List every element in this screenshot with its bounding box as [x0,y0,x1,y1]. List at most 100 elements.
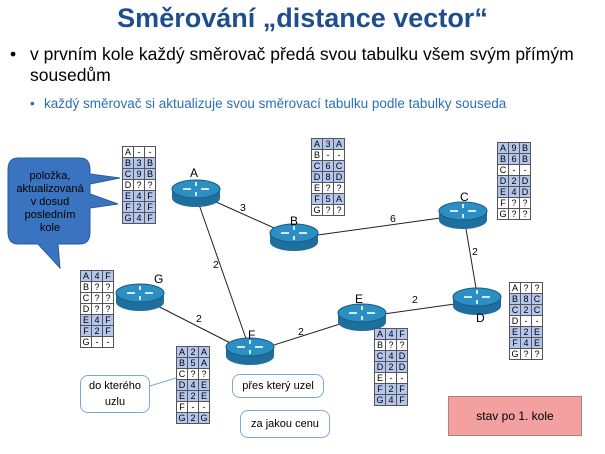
table-cell: - [508,164,520,176]
table-cell: D [374,361,386,373]
table-cell: ? [102,292,114,304]
table-cell: 4 [385,394,397,406]
note-via: přes který uzel [232,374,324,398]
router-b-icon [269,223,319,251]
table-cell: A [80,270,92,282]
table-cell: 2 [520,304,532,316]
router-e-icon [337,303,387,331]
table-row: G?? [509,348,543,360]
table-cell: A [198,346,210,358]
table-cell: C [509,304,521,316]
table-cell: 5 [322,193,334,205]
table-cell: A [333,193,345,205]
table-row: D-- [509,315,543,327]
table-cell: ? [333,204,345,216]
table-cell: F [102,325,114,337]
table-cell: 2 [187,346,199,358]
table-cell: D [122,179,134,191]
table-cell: E [198,379,210,391]
table-cell: D [80,303,92,315]
table-cell: 4 [91,314,103,326]
router-d-icon [452,287,502,315]
table-cell: C [333,160,345,172]
cost-g-f: 2 [196,313,202,325]
table-cell: ? [520,348,532,360]
table-cell: E [509,326,521,338]
table-cell: C [497,164,509,176]
table-cell: ? [133,179,145,191]
table-cell: 2 [508,175,520,187]
table-cell: ? [508,208,520,220]
table-row: C?? [80,292,114,304]
table-cell: 4 [385,328,397,340]
table-cell: ? [91,292,103,304]
table-cell: D [333,171,345,183]
table-cell: ? [102,303,114,315]
table-cell: D [176,379,188,391]
table-cell: D [509,315,521,327]
note-cost: za jakou cenu [240,410,330,438]
table-row: E?? [311,182,345,194]
table-cell: A [497,142,509,154]
table-cell: G [509,348,521,360]
table-cell: B [176,357,188,369]
table-cell: F [144,201,156,213]
table-cell: E [198,390,210,402]
table-cell: C [311,160,323,172]
table-cell: F [80,325,92,337]
table-cell: F [102,270,114,282]
router-a-icon [171,179,221,207]
table-row: D?? [80,303,114,315]
table-cell: E [374,372,386,384]
table-cell: - [333,149,345,161]
bullet-sub-text: každý směrovač si aktualizuje svou směro… [44,96,507,111]
table-row: D?? [122,179,156,191]
table-cell: ? [144,179,156,191]
table-cell: F [497,197,509,209]
table-row: G?? [311,204,345,216]
table-cell: - [385,372,397,384]
table-cell: D [519,186,531,198]
table-cell: F [396,383,408,395]
table-cell: F [176,401,188,413]
table-row: B-- [311,149,345,161]
table-cell: - [396,372,408,384]
router-g-icon [115,283,165,311]
table-cell: - [102,336,114,348]
cost-f-e: 2 [298,326,304,338]
table-row: A-- [122,146,156,158]
table-cell: 6 [508,153,520,165]
table-cell: A [374,328,386,340]
table-cell: G [80,336,92,348]
table-cell: E [531,326,543,338]
table-row: F?? [497,197,531,209]
table-cell: D [311,171,323,183]
callout-bubble [7,157,121,270]
table-cell: C [80,292,92,304]
table-cell: - [133,146,145,158]
table-cell: 2 [133,201,145,213]
callout-updated-text: položka, aktualizovaná v dosud posledním… [16,170,84,234]
table-cell: 2 [187,412,199,424]
table-cell: 2 [91,325,103,337]
table-cell: D [497,175,509,187]
table-cell: - [519,164,531,176]
table-row: C?? [176,368,210,380]
cost-a-f: 2 [213,259,219,271]
table-cell: A [509,282,521,294]
table-cell: ? [396,339,408,351]
